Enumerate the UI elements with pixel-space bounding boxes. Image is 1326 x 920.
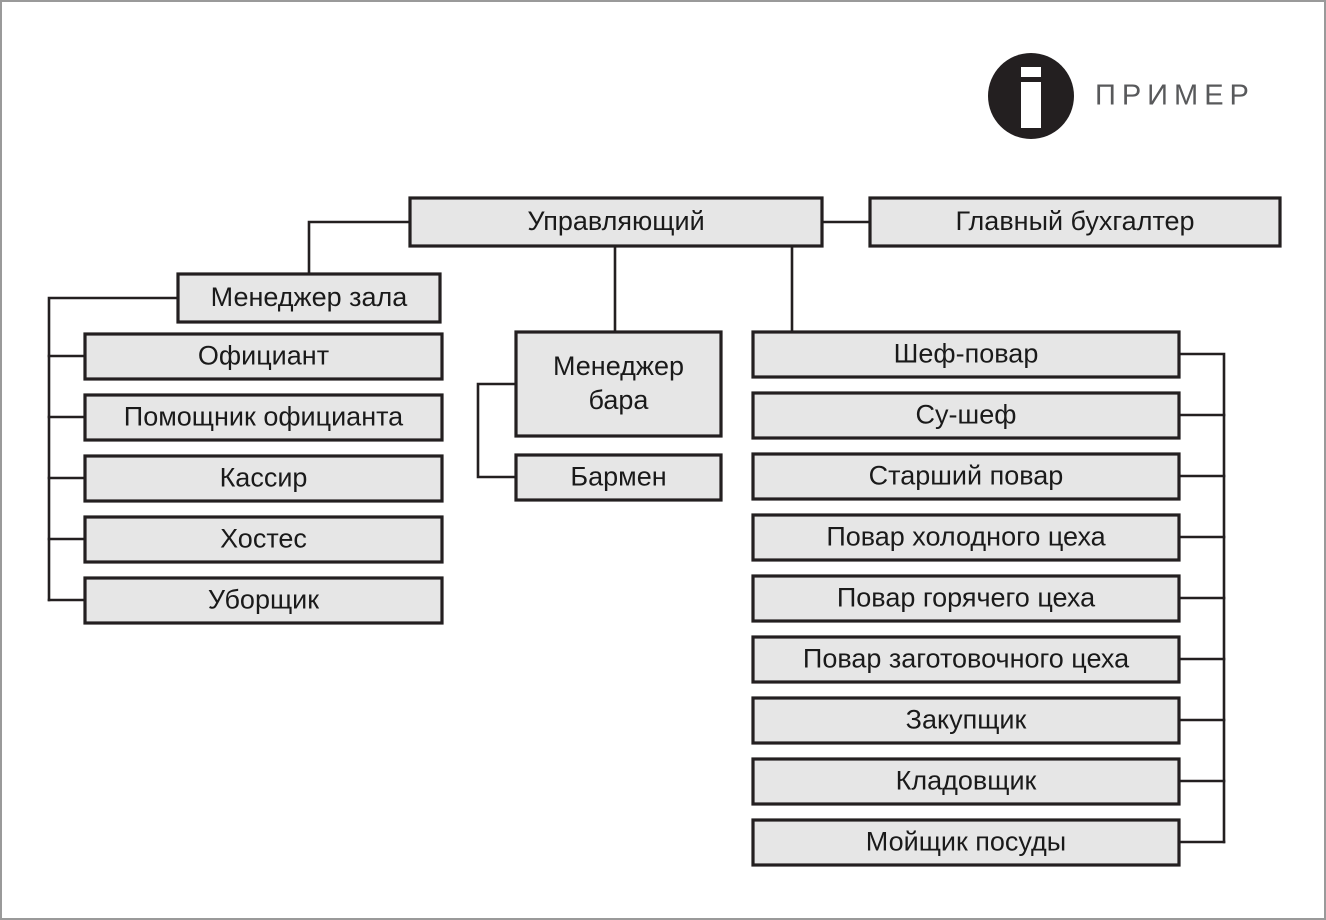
org-node-ofitsiant[interactable]: Официант <box>83 332 444 381</box>
org-node-pomoshchnik-ofitsianta[interactable]: Помощник официанта <box>83 393 444 442</box>
org-node-label: Менеджер <box>553 351 684 381</box>
org-node-label: бара <box>589 385 650 415</box>
info-icon-stem <box>1021 82 1041 128</box>
org-node-label: Кладовщик <box>896 766 1037 796</box>
org-node-povar-goryachego-tseha[interactable]: Повар горячего цеха <box>751 574 1181 623</box>
org-node-label: Старший повар <box>869 461 1064 491</box>
org-node-shef-povar[interactable]: Шеф-повар <box>751 330 1181 379</box>
org-node-box <box>751 330 1181 379</box>
org-node-label: Повар заготовочного цеха <box>803 644 1130 674</box>
org-node-zakupshchik[interactable]: Закупщик <box>751 696 1181 745</box>
org-node-label: Бармен <box>570 462 666 492</box>
org-node-label: Официант <box>198 341 329 371</box>
org-node-label: Менеджер зала <box>211 282 409 312</box>
org-node-label: Шеф-повар <box>894 339 1039 369</box>
org-node-moyshchik-posudy[interactable]: Мойщик посуды <box>751 818 1181 867</box>
org-node-box <box>751 818 1181 867</box>
org-node-label: Мойщик посуды <box>866 827 1066 857</box>
brand-wordmark: ПРИМЕР <box>1095 80 1255 112</box>
org-node-kassir[interactable]: Кассир <box>83 454 444 503</box>
org-node-glavnyy-buhgalter[interactable]: Главный бухгалтер <box>868 196 1282 248</box>
org-node-label: Повар холодного цеха <box>826 522 1106 552</box>
org-node-menedzher-zala[interactable]: Менеджер зала <box>176 272 442 324</box>
org-node-label: Уборщик <box>208 585 319 615</box>
org-node-starshiy-povar[interactable]: Старший повар <box>751 452 1181 501</box>
org-node-box <box>868 196 1282 248</box>
org-node-povar-holodnogo-tseha[interactable]: Повар холодного цеха <box>751 513 1181 562</box>
org-node-box <box>83 515 444 564</box>
org-node-box <box>176 272 442 324</box>
brand-logo <box>988 53 1074 139</box>
org-node-box <box>408 196 824 248</box>
org-node-label: Помощник официанта <box>124 402 404 432</box>
connector-layer <box>47 220 1226 844</box>
connector-menedzher-zala-to-hall-spine <box>47 296 180 602</box>
org-node-label: Хостес <box>220 524 307 554</box>
org-node-label: Повар горячего цеха <box>837 583 1096 613</box>
org-node-box <box>751 696 1181 745</box>
org-node-label: Кассир <box>220 463 308 493</box>
org-node-box <box>751 635 1181 684</box>
org-node-box <box>751 574 1181 623</box>
org-node-uborshchik[interactable]: Уборщик <box>83 576 444 625</box>
org-node-hostes[interactable]: Хостес <box>83 515 444 564</box>
org-node-povar-zagotovochnogo-tseha[interactable]: Повар заготовочного цеха <box>751 635 1181 684</box>
org-node-box <box>514 453 723 502</box>
org-node-box <box>83 393 444 442</box>
org-node-kladovshchik[interactable]: Кладовщик <box>751 757 1181 806</box>
org-node-box <box>83 332 444 381</box>
org-node-label: Су-шеф <box>916 400 1017 430</box>
org-node-box <box>751 452 1181 501</box>
org-node-box <box>751 513 1181 562</box>
org-node-menedzher-bara[interactable]: Менеджер бара <box>514 330 723 438</box>
org-node-barmen[interactable]: Бармен <box>514 453 723 502</box>
info-icon-dot <box>1021 67 1041 77</box>
org-node-box <box>751 757 1181 806</box>
org-node-box <box>83 576 444 625</box>
connector-menedzher-bara-to-bar-spine <box>476 382 518 479</box>
org-node-upravlyayushchiy[interactable]: Управляющий <box>408 196 824 248</box>
connector-shef-povar-to-kitchen-spine <box>1177 352 1226 844</box>
connector-upravlyayushchiy-to-menedzher-zala <box>307 220 412 276</box>
org-node-label: Закупщик <box>906 705 1027 735</box>
org-node-box <box>514 330 723 438</box>
org-node-label: Управляющий <box>527 206 704 236</box>
org-node-label: Главный бухгалтер <box>955 206 1194 236</box>
org-node-su-shef[interactable]: Су-шеф <box>751 391 1181 440</box>
org-node-box <box>83 454 444 503</box>
org-node-box <box>751 391 1181 440</box>
